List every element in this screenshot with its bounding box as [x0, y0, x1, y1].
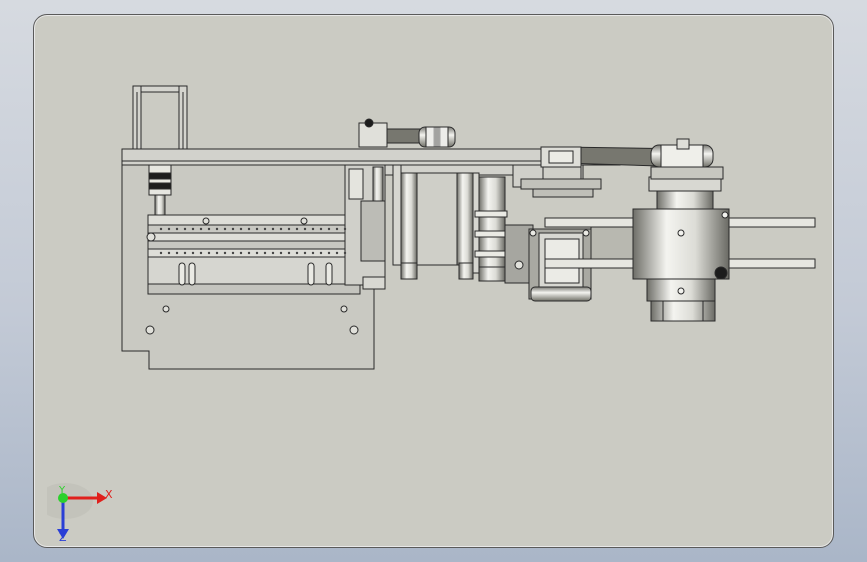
rail-hole [239, 251, 243, 255]
mid-block [504, 224, 534, 284]
rail-hole [167, 227, 171, 231]
rail-hole [279, 251, 283, 255]
coupling [148, 164, 172, 196]
rail-hole [231, 227, 235, 231]
rail-hole [263, 251, 267, 255]
rail-hole [247, 251, 251, 255]
y-axis-dot [58, 493, 68, 503]
rail-hole [207, 251, 211, 255]
rail-hole [175, 251, 179, 255]
left-post-inner [140, 85, 182, 93]
rail-hole [223, 227, 227, 231]
rail-hole [327, 227, 331, 231]
rail-hole [159, 251, 163, 255]
rail-hole [303, 227, 307, 231]
spindle-body [632, 208, 730, 280]
rail-hole [175, 227, 179, 231]
rail-hole [159, 227, 163, 231]
rail-hole [215, 227, 219, 231]
rail-hole [271, 251, 275, 255]
rail-hole [207, 227, 211, 231]
rail-hole [319, 251, 323, 255]
rail-hole [311, 227, 315, 231]
rail-hole [167, 251, 171, 255]
rail-hole [191, 251, 195, 255]
rail-hole [279, 227, 283, 231]
rail-hole [327, 251, 331, 255]
rail-hole [335, 251, 339, 255]
rail-hole [343, 251, 347, 255]
linear-rail [147, 214, 361, 258]
rail-hole [335, 227, 339, 231]
rail-hole [231, 251, 235, 255]
rail-hole [287, 227, 291, 231]
y-axis-label: Y [59, 485, 66, 496]
rail-hole [247, 227, 251, 231]
spindle-nose [650, 300, 716, 322]
z-axis-label: Z [59, 531, 67, 544]
x-axis-arrowhead [97, 492, 107, 504]
rail-hole [287, 251, 291, 255]
rail-hole [183, 227, 187, 231]
rail-hole [311, 251, 315, 255]
rail-hole [199, 251, 203, 255]
rail-hole [295, 251, 299, 255]
rail-hole [343, 227, 347, 231]
right-section [520, 138, 816, 322]
rail-hole [319, 227, 323, 231]
x-axis-label: X [105, 488, 113, 501]
machine-assembly-drawing [121, 85, 816, 370]
rail-hole [239, 227, 243, 231]
spindle-knob [714, 266, 728, 280]
graphics-viewport[interactable]: X Y Z [33, 14, 834, 548]
cylinder-a-foot [400, 262, 418, 280]
rail-holes [159, 227, 347, 255]
rail-hole [223, 251, 227, 255]
rail-hole [191, 227, 195, 231]
coordinate-triad [47, 483, 107, 539]
rail-hole [183, 251, 187, 255]
rail-hole [215, 251, 219, 255]
rail-hole [303, 251, 307, 255]
rail-hole [199, 227, 203, 231]
z-axis-arrowhead [57, 529, 69, 539]
rail-hole [255, 251, 259, 255]
rail-hole [263, 227, 267, 231]
rail-hole [295, 227, 299, 231]
rail-hole [271, 227, 275, 231]
left-frame [121, 85, 621, 370]
rail-hole [255, 227, 259, 231]
